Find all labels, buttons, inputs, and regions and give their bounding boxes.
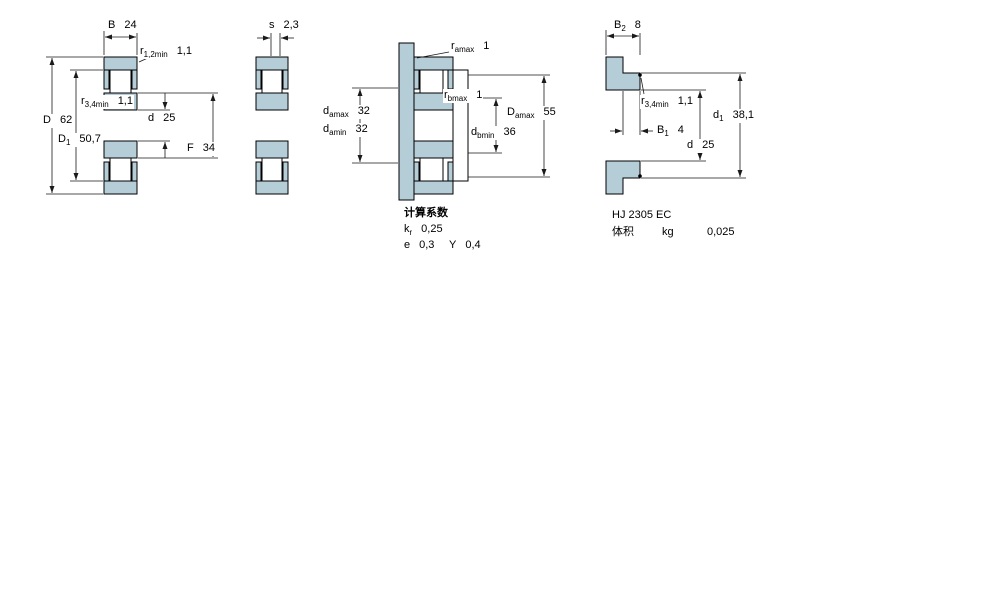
dim-label-damin: damin 32 xyxy=(322,123,369,138)
dim-symbol: r xyxy=(444,89,448,101)
dim-value: 32 xyxy=(357,105,370,117)
dim-label-D1: D1 50,7 xyxy=(57,133,102,148)
dim-value: 1 xyxy=(476,89,483,101)
dim-value: 62 xyxy=(59,114,73,126)
dimension-lines-view2 xyxy=(257,33,294,56)
dim-value: 1,1 xyxy=(176,45,192,57)
dim-label-s: s 2,3 xyxy=(268,19,300,34)
designation-text: HJ 2305 EC xyxy=(612,209,672,221)
dim-label-r34min-ring: r3,4min 1,1 xyxy=(640,95,694,110)
dim-symbol: r xyxy=(140,45,144,57)
dim-subscript: amax xyxy=(514,111,535,121)
dim-value: 1,1 xyxy=(117,95,133,107)
calc-factors-title: 计算系数 xyxy=(403,207,449,220)
dim-value: 34 xyxy=(202,142,215,154)
dim-subscript: bmax xyxy=(447,94,468,104)
dim-value: 2,3 xyxy=(283,19,299,31)
dim-value: 4 xyxy=(677,124,684,136)
angle-ring-view xyxy=(605,56,642,195)
dim-subscript: 1 xyxy=(719,114,724,124)
dim-label-r12min: r1,2min 1,1 xyxy=(139,45,193,60)
calc-factor-kr: kr 0,25 xyxy=(403,223,444,238)
dim-symbol: B xyxy=(614,19,622,31)
dim-subscript: 1,2min xyxy=(143,50,168,60)
dim-label-ramax: ramax 1 xyxy=(450,40,491,55)
dim-symbol: s xyxy=(269,19,275,31)
dim-symbol: D xyxy=(507,106,515,118)
mass-label: 体积 xyxy=(611,226,635,239)
dim-label-D: D 62 xyxy=(42,114,74,129)
dim-symbol: d xyxy=(323,123,330,135)
dim-value: 38,1 xyxy=(732,109,754,121)
calc-factor-e: e 0,3 xyxy=(403,239,436,254)
dim-value: 0,3 xyxy=(419,239,435,251)
calc-factor-Y: Y 0,4 xyxy=(448,239,482,254)
dimension-lines-view3 xyxy=(352,51,550,178)
separable-ring-view xyxy=(255,56,289,195)
dim-symbol: k xyxy=(404,223,410,235)
mounted-bearing-view xyxy=(398,42,469,201)
dim-symbol: r xyxy=(451,40,455,52)
dim-value: 1 xyxy=(483,40,490,52)
dim-symbol: d xyxy=(471,126,478,138)
dim-subscript: amax xyxy=(329,110,349,120)
dim-symbol: D xyxy=(58,133,66,145)
dim-subscript: 1 xyxy=(65,138,71,148)
dim-subscript: amin xyxy=(329,128,347,138)
dim-label-d: d 25 xyxy=(147,112,177,127)
product-designation: HJ 2305 EC xyxy=(611,209,673,222)
dim-value: 25 xyxy=(163,112,176,124)
dim-symbol: d xyxy=(713,109,720,121)
dim-symbol: d xyxy=(687,139,694,151)
bearing-section-view xyxy=(103,56,138,195)
dim-symbol: B xyxy=(657,124,665,136)
dim-label-d-ring: d 25 xyxy=(686,139,716,154)
dim-value: 0,25 xyxy=(421,223,443,235)
dim-value: 0,4 xyxy=(465,239,481,251)
dim-subscript: 2 xyxy=(621,24,626,34)
dim-label-Damax: Damax 55 xyxy=(506,106,557,121)
dim-symbol: d xyxy=(148,112,155,124)
dim-symbol: r xyxy=(81,95,85,107)
dim-label-F: F 34 xyxy=(186,142,216,157)
mass-unit: kg xyxy=(661,226,675,239)
dim-value: 25 xyxy=(702,139,715,151)
dim-subscript: r xyxy=(409,228,413,238)
dim-label-dbmin: dbmin 36 xyxy=(470,126,517,141)
dim-value: 55 xyxy=(543,106,556,118)
dim-symbol: F xyxy=(187,142,194,154)
dim-subscript: amax xyxy=(454,45,475,55)
dim-value: 32 xyxy=(355,123,368,135)
dim-value: 24 xyxy=(124,19,137,31)
mass-unit-text: kg xyxy=(662,226,674,238)
dim-label-d1: d1 38,1 xyxy=(712,109,755,124)
dim-symbol: r xyxy=(641,95,645,107)
dim-value: 8 xyxy=(634,19,641,31)
mass-value-text: 0,025 xyxy=(707,226,735,238)
dim-symbol: Y xyxy=(449,239,457,251)
dim-symbol: d xyxy=(323,105,330,117)
mass-value: 0,025 xyxy=(706,226,736,239)
dim-value: 36 xyxy=(503,126,516,138)
dim-subscript: bmin xyxy=(477,131,495,141)
mass-label-text: 体积 xyxy=(612,226,634,238)
dim-symbol: e xyxy=(404,239,411,251)
dim-subscript: 3,4min xyxy=(644,100,669,110)
dim-label-r34min: r3,4min 1,1 xyxy=(80,95,134,110)
dim-subscript: 3,4min xyxy=(84,100,109,110)
dim-label-rbmax: rbmax 1 xyxy=(443,89,484,104)
dim-value: 1,1 xyxy=(677,95,693,107)
dim-value: 50,7 xyxy=(79,133,101,145)
calc-title-text: 计算系数 xyxy=(404,207,448,219)
dim-symbol: B xyxy=(108,19,116,31)
dim-label-damax: damax 32 xyxy=(322,105,371,120)
dim-symbol: D xyxy=(43,114,51,126)
dim-subscript: 1 xyxy=(664,129,669,139)
dim-label-B: B 24 xyxy=(107,19,138,34)
